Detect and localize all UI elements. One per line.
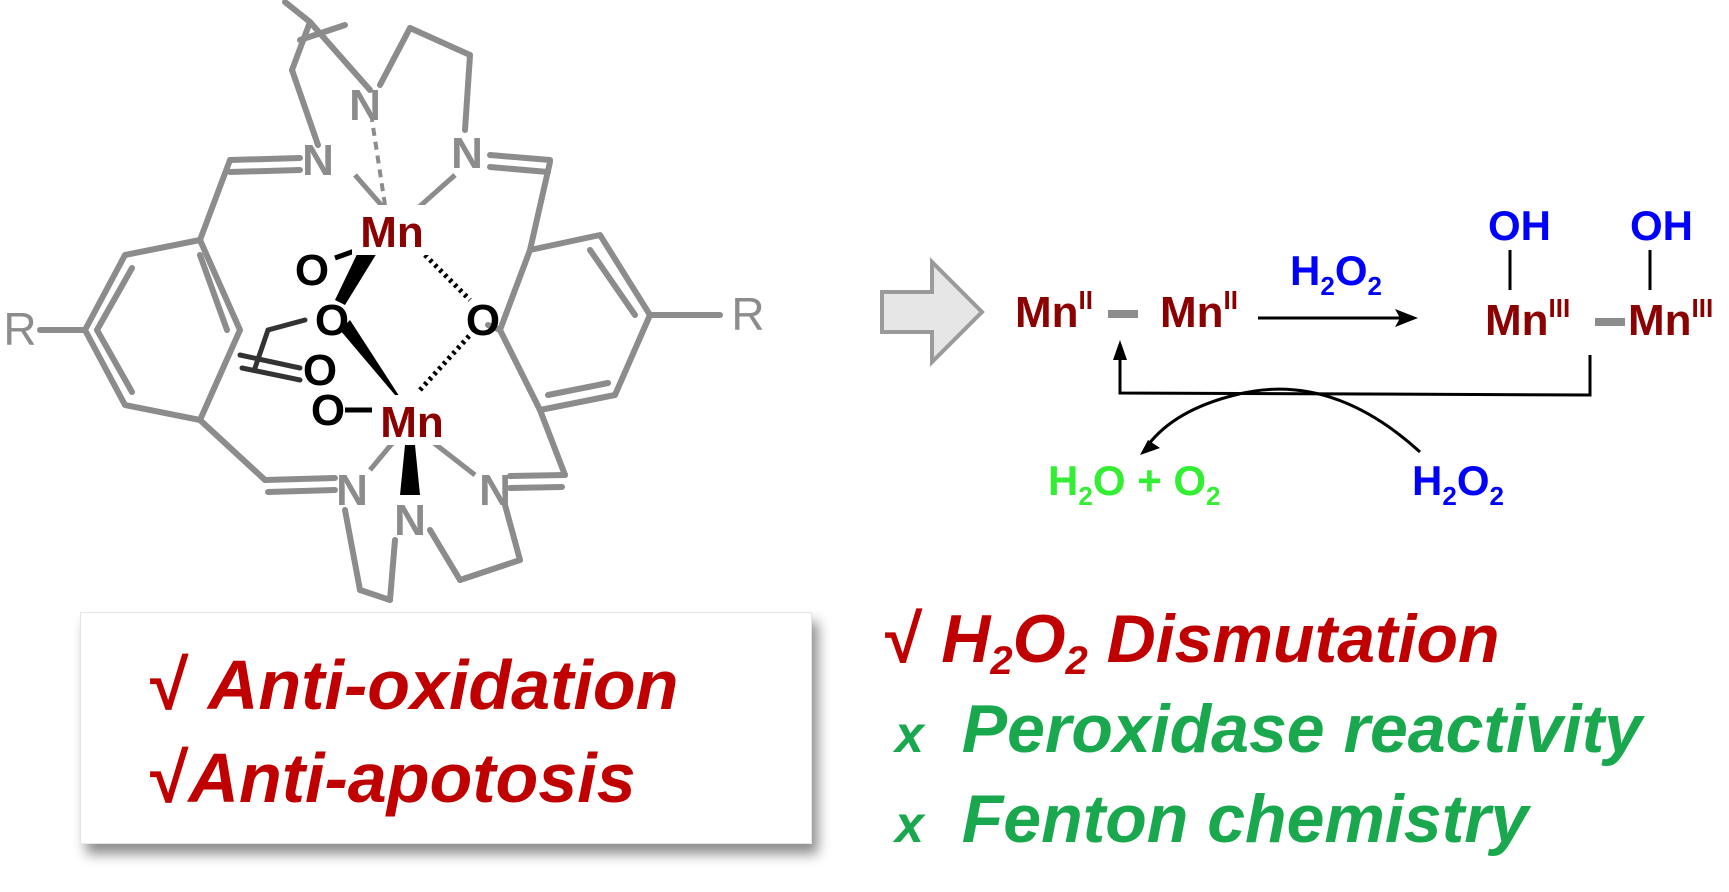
svg-text:MnIII: MnIII: [1485, 293, 1570, 345]
property-label: Peroxidase reactivity: [961, 691, 1643, 767]
mn3-left-ox: III: [1549, 293, 1571, 323]
check-mark-icon: √: [885, 601, 923, 677]
n-atom-bottom-bridge: N: [394, 496, 426, 545]
r-group-right: R: [731, 288, 764, 340]
mn2-right-symbol: Mn: [1160, 288, 1224, 337]
products-water-oxygen: H2O + O2: [1048, 457, 1220, 511]
return-reaction-arrow: [1113, 340, 1592, 455]
mn-atom-lower: Mn: [380, 398, 444, 447]
mn3-left-symbol: Mn: [1485, 296, 1549, 345]
property-h2o2-dismutation: √ H2O2 Dismutation: [885, 601, 1500, 683]
n-atom-lower-left: N: [336, 466, 368, 515]
o-atom-carboxylate-upper: O: [295, 246, 329, 295]
o-atom-carboxylate-lower: O: [311, 386, 345, 435]
oxidant-label-top: H2O2: [1290, 247, 1382, 301]
cross-mark-icon: x: [895, 796, 924, 854]
cross-mark-icon: x: [895, 706, 924, 764]
forward-reaction-arrow: [1258, 309, 1418, 327]
mn3-mn3-product: OH MnIII OH MnIII: [1485, 202, 1713, 345]
svg-text:MnII: MnII: [1160, 285, 1238, 337]
oxidant-label-bottom: H2O2: [1412, 457, 1504, 511]
catalytic-cycle-scheme: MnII MnII H2O2 OH MnIII OH MnIII: [1015, 202, 1713, 511]
mn3-right-symbol: Mn: [1628, 296, 1692, 345]
o-atom-phenolate: O: [466, 296, 500, 345]
property-fenton-chemistry: x Fenton chemistry: [895, 780, 1529, 858]
benefit-label: Anti-oxidation: [207, 646, 679, 724]
biological-benefits-box: [80, 612, 812, 844]
benefit-anti-apotosis: √Anti-apotosis: [150, 738, 636, 818]
atom-labels: Mn Mn N N N N N N O O O O O R R: [3, 81, 764, 545]
carboxylate-bonds: [237, 317, 308, 383]
oh-ligand-left: OH: [1488, 202, 1551, 249]
check-mark-icon: √: [150, 646, 189, 724]
n-atom-lower-right: N: [479, 466, 511, 515]
svg-text:MnII: MnII: [1015, 285, 1093, 337]
mn2-left-symbol: Mn: [1015, 288, 1079, 337]
mn2-right-ox: II: [1224, 285, 1238, 315]
mn-atom-upper: Mn: [360, 208, 424, 257]
check-mark-icon: √: [150, 739, 189, 817]
o-atom-carbonyl: O: [303, 346, 337, 395]
mn3-right-ox: III: [1692, 293, 1714, 323]
mn2-left-ox: II: [1079, 285, 1093, 315]
o-atom-bridging: O: [315, 296, 349, 345]
property-peroxidase-reactivity: x Peroxidase reactivity: [895, 690, 1642, 768]
transformation-arrow: [880, 257, 985, 367]
n-atom-upper-right: N: [451, 129, 483, 178]
benefit-label: Anti-apotosis: [188, 739, 636, 817]
svg-text:MnIII: MnIII: [1628, 293, 1713, 345]
property-label: Fenton chemistry: [961, 781, 1529, 857]
ligand-bonds: [37, 0, 723, 603]
oh-ligand-right: OH: [1630, 202, 1693, 249]
dimanganese-complex-structure: Mn Mn N N N N N N O O O O O R R: [3, 0, 765, 603]
r-group-left: R: [3, 303, 36, 355]
benefit-anti-oxidation: √ Anti-oxidation: [150, 645, 678, 725]
n-atom-upper-left: N: [302, 136, 334, 185]
mn2-mn2-reactant: MnII MnII: [1015, 285, 1238, 337]
n-atom-top-bridge: N: [349, 81, 381, 130]
